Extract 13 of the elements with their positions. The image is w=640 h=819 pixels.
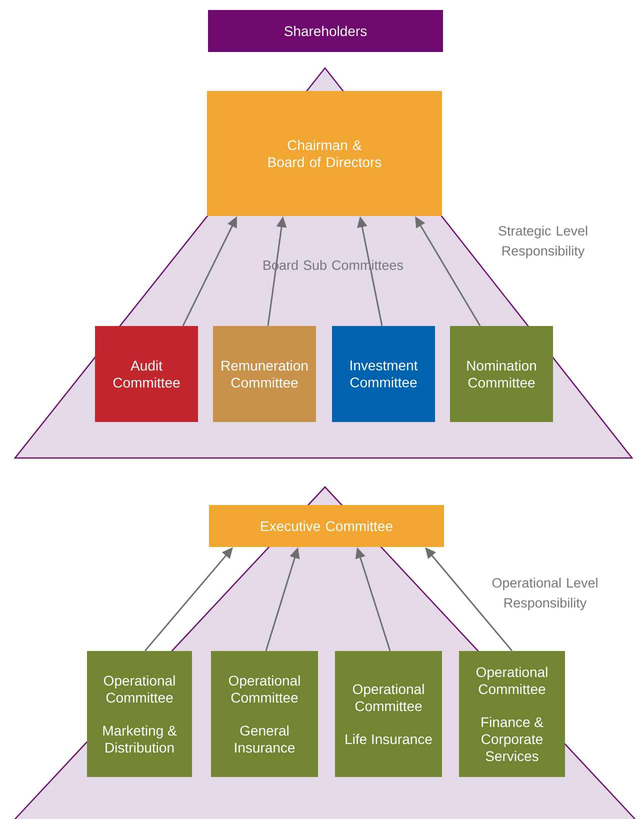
org-box: Operational Committee Life Insurance — [335, 651, 442, 777]
org-box: Investment Committee — [332, 326, 435, 422]
org-box: Nomination Committee — [450, 326, 553, 422]
org-box: Operational Committee Marketing & Distribution — [87, 651, 192, 777]
org-box: Remuneration Committee — [213, 326, 316, 422]
org-box: Audit Committee — [95, 326, 198, 422]
org-box: Operational Committee Finance & Corporate Services — [459, 651, 565, 777]
level-label: Strategic Level Responsibility — [498, 226, 588, 258]
org-box: Shareholders — [208, 10, 443, 52]
org-box: Operational Committee General Insurance — [211, 651, 318, 777]
org-box: Executive Committee — [209, 505, 444, 547]
org-box: Chairman & Board of Directors — [207, 91, 442, 216]
level-label: Operational Level Responsibility — [492, 578, 598, 610]
